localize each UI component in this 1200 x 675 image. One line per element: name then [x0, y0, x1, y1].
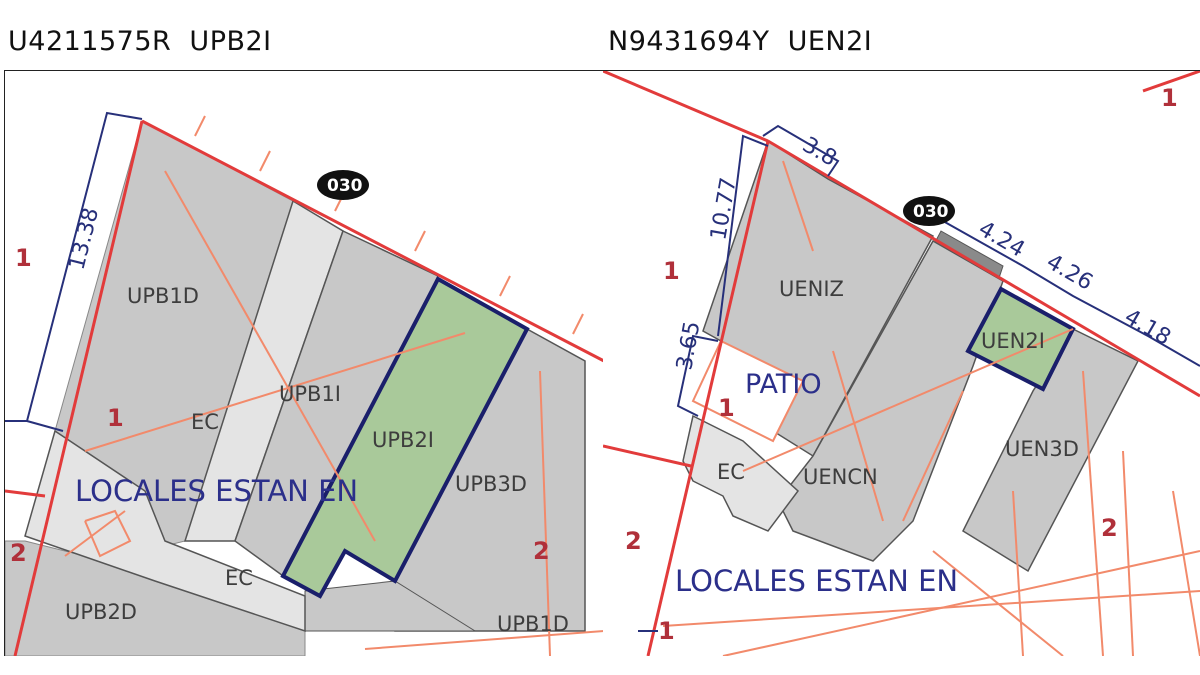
unit-label-upb2d: UPB2D [65, 600, 137, 624]
street-number-badge [903, 196, 955, 226]
street-boundary [603, 444, 692, 468]
dimension-label: 3.65 [672, 319, 705, 372]
unit-label-ec: EC [225, 566, 253, 590]
arrow-marker [414, 230, 426, 252]
marker-label: 1 [718, 394, 735, 422]
parcel-patio [691, 339, 805, 443]
street-number: 030 [327, 176, 363, 196]
arrow-marker [259, 150, 271, 172]
patio-outline [84, 509, 132, 558]
dimension-label: 13.38 [65, 205, 104, 272]
marker-label: 1 [1161, 84, 1178, 112]
marker-label: 2 [625, 527, 642, 555]
unit-label-ec: EC [191, 410, 219, 434]
right-map-panel[interactable]: 10.77 3.8 4.24 4.26 4.18 3.65 030 UENIZ … [603, 70, 1200, 656]
salmon-line [832, 350, 884, 522]
unit-label-upb2i: UPB2I [372, 428, 434, 452]
salmon-line [84, 332, 466, 452]
arrow-marker [572, 313, 584, 335]
marker-label: 2 [533, 537, 550, 565]
salmon-line [782, 160, 814, 252]
salmon-line [1122, 450, 1134, 656]
street-boundary [603, 71, 769, 143]
arrow-marker [194, 115, 206, 137]
street-boundary [5, 489, 46, 498]
street-boundary [141, 119, 604, 363]
unit-label-uen2i: UEN2I [981, 329, 1045, 353]
note-text: LOCALES ESTAN EN [675, 564, 958, 598]
parcel-ec[interactable] [682, 414, 800, 532]
unit-label-upb3d: UPB3D [455, 472, 527, 496]
right-map[interactable]: 10.77 3.8 4.24 4.26 4.18 3.65 030 UENIZ … [603, 71, 1200, 656]
salmon-line [662, 590, 1200, 627]
salmon-line [742, 328, 1074, 472]
patio-label: PATIO [745, 369, 822, 400]
street-boundary [646, 140, 770, 656]
dimension-label: 4.26 [1042, 250, 1097, 296]
parcel-ec-lower [24, 429, 306, 633]
unit-label-uen3d: UEN3D [1005, 437, 1079, 461]
unit-label-ec: EC [717, 460, 745, 484]
salmon-line [1012, 490, 1024, 656]
marker-label: 2 [10, 539, 27, 567]
unit-label-upb1d-lower: UPB1D [497, 612, 569, 636]
dimension-line [25, 111, 143, 432]
street-boundary [13, 120, 144, 656]
salmon-line [1082, 370, 1104, 656]
salmon-line [722, 550, 1200, 656]
salmon-line [932, 550, 1064, 656]
street-boundary [1142, 71, 1200, 93]
arrow-marker [499, 275, 511, 297]
salmon-line [539, 370, 551, 656]
marker-label: 1 [658, 617, 675, 645]
marker-label: 1 [107, 404, 124, 432]
parcel-upb2i-highlight[interactable] [280, 276, 530, 599]
dimension-line [717, 134, 769, 337]
dimension-line [676, 334, 719, 417]
street-boundary [767, 139, 1200, 398]
unit-label-upb1i: UPB1I [279, 382, 341, 406]
left-map-panel[interactable]: 13.38 030 UPB1D UPB1I UPB2I UPB3D UPB2D … [4, 70, 605, 656]
street-number: 030 [913, 202, 949, 222]
salmon-line [902, 390, 964, 522]
dimension-line [942, 220, 1200, 367]
unit-label-ueniz: UENIZ [779, 277, 844, 301]
salmon-line [364, 630, 604, 650]
unit-label-uencn: UENCN [803, 465, 878, 489]
left-map[interactable]: 13.38 030 UPB1D UPB1I UPB2I UPB3D UPB2D … [5, 71, 604, 656]
street-number-badge [317, 170, 369, 200]
unit-label-upb1d: UPB1D [127, 284, 199, 308]
marker-label: 2 [1101, 514, 1118, 542]
salmon-line [164, 170, 376, 542]
marker-label: 1 [15, 244, 32, 272]
salmon-line [1172, 490, 1200, 656]
caption-right: N9431694Y UEN2I [608, 26, 873, 57]
parcel-uen2i-highlight[interactable] [965, 286, 1076, 392]
dimension-label: 4.18 [1120, 305, 1175, 351]
salmon-line [64, 510, 126, 557]
note-text: LOCALES ESTAN EN [75, 474, 358, 508]
caption-left: U4211575R UPB2I [8, 26, 272, 57]
marker-label: 1 [663, 257, 680, 285]
dimension-line [762, 124, 840, 177]
